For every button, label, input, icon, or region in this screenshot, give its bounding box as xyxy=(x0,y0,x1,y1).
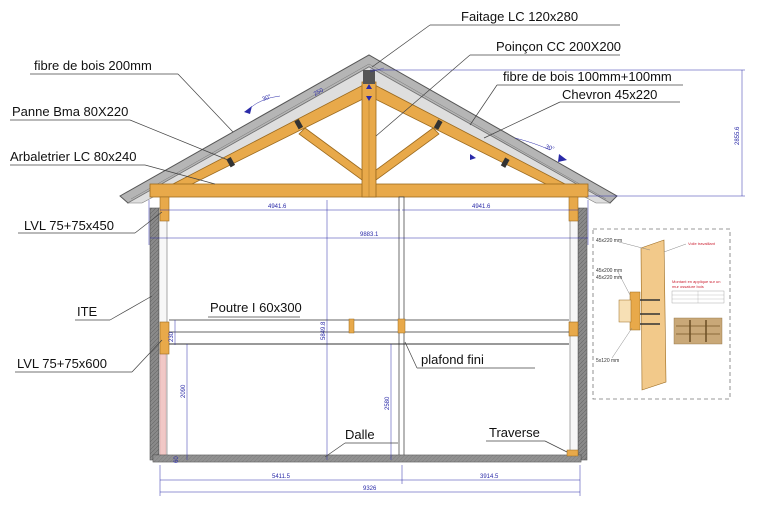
label-chevron: Chevron 45x220 xyxy=(562,87,657,102)
dim-ridge-small: 250 xyxy=(313,87,325,97)
dim-base-total: 9326 xyxy=(363,486,377,492)
purlin-left-1 xyxy=(294,119,304,130)
dim-angle-left: 30° xyxy=(262,94,273,103)
detail-panel xyxy=(640,239,667,391)
detail-right-label: Voile travaillant xyxy=(688,241,716,246)
lvl-600-beam xyxy=(159,321,170,355)
label-arbaletrier: Arbaletrier LC 80x240 xyxy=(10,149,136,164)
label-lvl-450: LVL 75+75x450 xyxy=(24,218,114,233)
left-rafter xyxy=(149,81,370,197)
detail-bottom-label: 5x120 mm xyxy=(596,358,619,364)
purlin-right-2 xyxy=(500,157,510,168)
dim-base-right: 3914.5 xyxy=(480,474,499,480)
label-faitage: Faitage LC 120x280 xyxy=(461,9,578,24)
label-lvl-600: LVL 75+75x600 xyxy=(17,356,107,371)
ridge-beam xyxy=(363,70,375,84)
detail-mid-label-2: 45x220 mm xyxy=(596,275,622,281)
left-wall-pink xyxy=(159,347,167,459)
purlin-left-2 xyxy=(226,157,236,168)
slab xyxy=(152,449,582,463)
dimension-texts: 4941.6 4941.6 9883.1 2855.6 5849.8 2090 … xyxy=(169,87,741,492)
leader-lines xyxy=(10,24,683,458)
label-traverse: Traverse xyxy=(489,425,540,440)
dim-floor-thk: 230 xyxy=(169,331,175,342)
dim-roof-height: 2855.6 xyxy=(735,126,741,145)
label-fibre-100: fibre de bois 100mm+100mm xyxy=(503,69,672,84)
dim-ridge-height: 5849.8 xyxy=(321,321,327,340)
floor-beam-block xyxy=(348,318,355,334)
dim-storey: 2580 xyxy=(385,396,391,410)
dim-slab: 60 xyxy=(174,456,180,463)
roof-insulation xyxy=(126,66,612,204)
dim-half-left: 4941.6 xyxy=(268,204,287,210)
label-ite: ITE xyxy=(77,304,98,319)
detail-red-note-2: mur ossature bois xyxy=(672,284,704,289)
right-rafter xyxy=(368,81,589,197)
label-dalle: Dalle xyxy=(345,427,375,442)
label-panne: Panne Bma 80X220 xyxy=(12,104,128,119)
detail-mid-label-1: 45x200 mm xyxy=(596,268,622,274)
right-wall-ite xyxy=(577,207,588,461)
lvl-450-beam-right xyxy=(568,196,579,222)
detail-top-label: 45x220 mm xyxy=(596,238,622,244)
lvl-600-beam-right xyxy=(568,321,579,337)
dim-span-total: 9883.1 xyxy=(360,232,379,238)
dimensions xyxy=(148,67,745,496)
detail-red-note-1: Montant en applique sur un xyxy=(672,279,720,284)
traverse-beam xyxy=(566,449,579,457)
label-poutre: Poutre I 60x300 xyxy=(210,300,302,315)
floor-beam-block-2 xyxy=(397,318,406,334)
label-plafond: plafond fini xyxy=(421,352,484,367)
dim-angle-right: 30° xyxy=(544,144,555,153)
dim-wall-height: 2090 xyxy=(181,384,187,398)
right-strut xyxy=(375,127,440,181)
purlin-right-1 xyxy=(433,119,443,130)
labels: Faitage LC 120x280 Poinçon CC 200X200 fi… xyxy=(10,9,672,442)
detail-inset: 45x220 mm 45x200 mm 45x220 mm 5x120 mm V… xyxy=(592,228,731,400)
left-wall-ite xyxy=(149,207,160,461)
left-strut xyxy=(298,127,363,181)
roof-truss xyxy=(149,70,589,198)
detail-stud xyxy=(629,291,641,331)
lvl-450-beam xyxy=(159,196,170,222)
label-fibre-200: fibre de bois 200mm xyxy=(34,58,152,73)
dim-half-right: 4941.6 xyxy=(472,204,491,210)
label-poincon: Poinçon CC 200X200 xyxy=(496,39,621,54)
detail-photo xyxy=(673,317,723,345)
roof xyxy=(119,54,618,204)
dim-base-left: 5411.5 xyxy=(272,474,291,480)
intermediate-floor xyxy=(169,318,569,345)
